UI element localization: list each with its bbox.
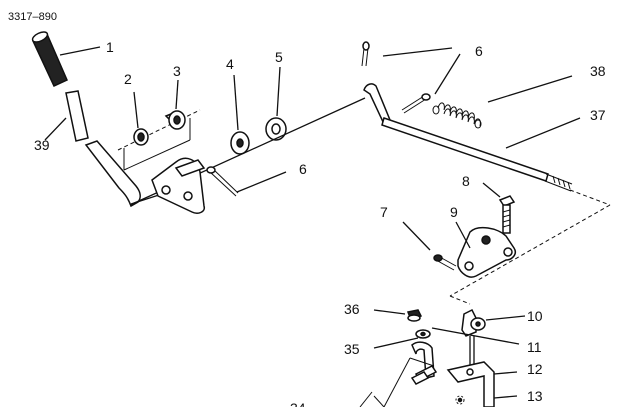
- part-37-control-rod: [363, 83, 573, 192]
- part-2-washer: [133, 128, 149, 146]
- label-12: 12: [527, 361, 543, 377]
- leader-8: [482, 182, 501, 198]
- leader-36: [373, 309, 406, 315]
- part-10-clevis: [461, 308, 486, 337]
- leader-38: [487, 75, 573, 103]
- part-6-cotter-pin-lower: [206, 166, 239, 197]
- label-13: 13: [527, 388, 543, 404]
- label-5: 5: [275, 49, 283, 65]
- leader-7: [402, 221, 431, 251]
- leader-13: [493, 395, 518, 399]
- label-4: 4: [226, 56, 234, 72]
- label-3: 3: [173, 63, 181, 79]
- label-11: 11: [527, 339, 542, 355]
- leader-11: [431, 327, 520, 345]
- label-35: 35: [344, 341, 360, 357]
- leader-5: [276, 66, 281, 117]
- label-6-upper: 6: [475, 43, 483, 59]
- leader-3: [175, 79, 179, 110]
- label-7: 7: [380, 204, 388, 220]
- part-35-washer: [415, 329, 431, 339]
- label-37: 37: [590, 107, 606, 123]
- part-39-lever-rod: [65, 90, 163, 208]
- leader-4: [233, 74, 239, 131]
- part-13-fastener: [455, 395, 465, 405]
- part-4-bushing: [230, 131, 250, 155]
- leader-9: [455, 221, 471, 249]
- label-8: 8: [462, 173, 470, 189]
- leader-39: [44, 117, 67, 141]
- label-9: 9: [450, 204, 458, 220]
- part-1-grip: [31, 31, 68, 87]
- part-6-cotter-pins-upper: [361, 41, 431, 114]
- label-2: 2: [124, 71, 132, 87]
- leader-10: [485, 315, 526, 321]
- label-38: 38: [590, 63, 606, 79]
- label-1: 1: [106, 39, 114, 55]
- leader-6-upper-a: [382, 47, 453, 57]
- leader-2: [133, 91, 139, 129]
- part-3-bushing: [164, 110, 186, 130]
- leader-1: [59, 46, 101, 56]
- part-9-bracket: [457, 226, 517, 278]
- leader-35: [373, 337, 419, 349]
- label-10: 10: [527, 308, 543, 324]
- leader-6-upper-b: [434, 53, 461, 95]
- leader-37: [505, 117, 581, 149]
- part-8-bolt: [498, 195, 516, 234]
- label-34: 34: [290, 400, 306, 407]
- part-12-lower-bracket: [410, 341, 495, 407]
- leader-6-lower: [236, 171, 287, 193]
- part-7-cotter-pin: [433, 254, 457, 271]
- part-5-washer: [265, 117, 287, 141]
- leader-12: [493, 371, 518, 375]
- figure-code: 3317–890: [8, 11, 57, 23]
- label-39: 39: [34, 137, 50, 153]
- pivot-plate: [151, 157, 206, 214]
- label-36: 36: [344, 301, 360, 317]
- part-38-spring: [432, 102, 482, 129]
- label-6-lower: 6: [299, 161, 307, 177]
- part-36-nut: [406, 309, 423, 322]
